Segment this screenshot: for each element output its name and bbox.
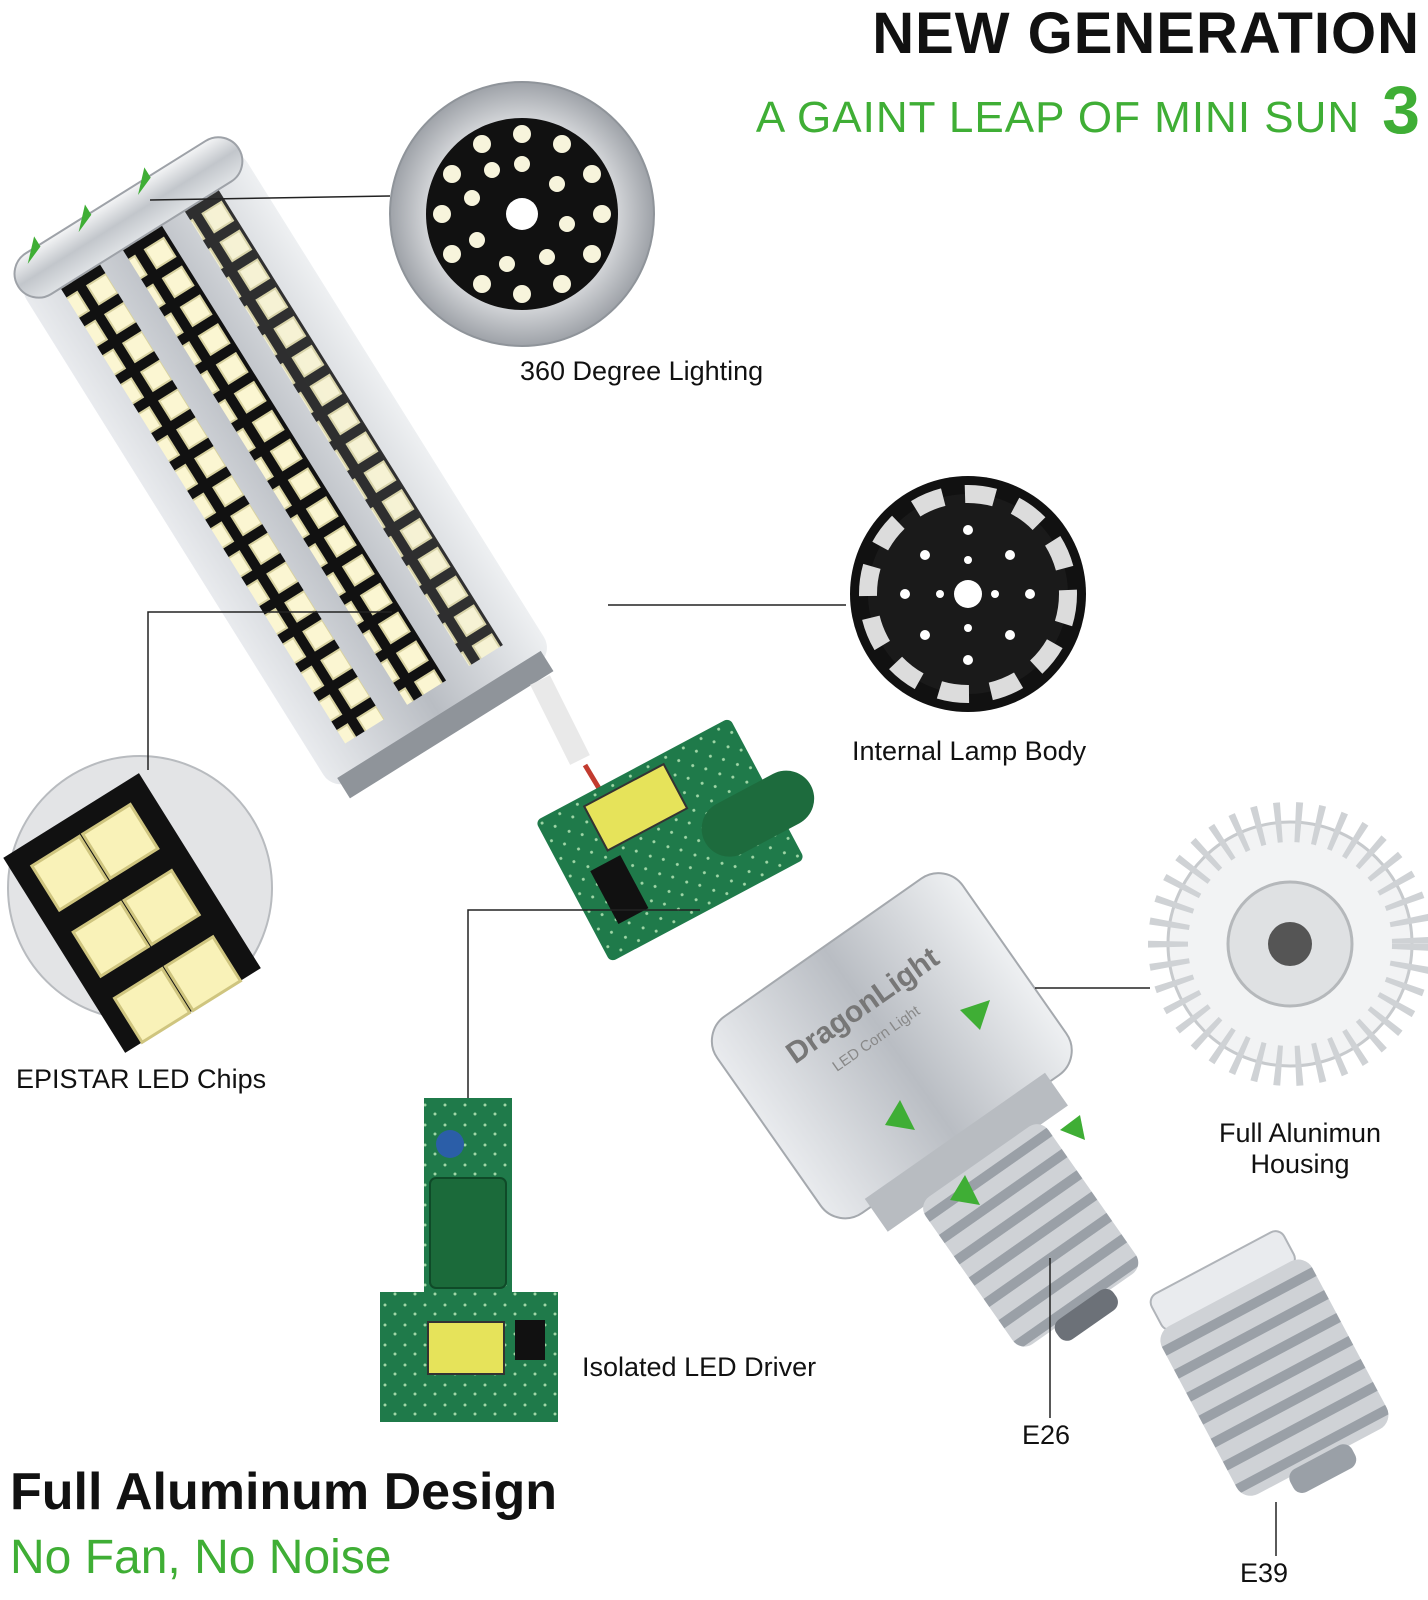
label-housing: Full Alunimun Housing (1200, 1118, 1400, 1180)
label-360-lighting: 360 Degree Lighting (520, 356, 764, 386)
subtitle-text: A GAINT LEAP OF MINI SUN (755, 92, 1361, 142)
subtitle-number: 3 (1382, 72, 1420, 148)
label-housing-line1: Full Alunimun (1218, 1118, 1382, 1148)
cable (530, 675, 590, 765)
label-housing-line2: Housing (1250, 1149, 1350, 1179)
label-e39: E39 (1240, 1558, 1289, 1588)
corn-lamp-body (13, 136, 554, 799)
mini-driver-board (537, 719, 815, 961)
label-e26: E26 (1022, 1420, 1071, 1450)
page-title: NEW GENERATION (872, 1, 1420, 66)
leader-lines (147, 195, 1277, 1556)
page-subtitle: A GAINT LEAP OF MINI SUN 3 (755, 72, 1420, 148)
detail-housing-fins (1148, 802, 1428, 1086)
detail-internal-lamp-body (850, 476, 1086, 712)
aluminum-housing: DragonLight LED Corn Light (710, 872, 1139, 1347)
footer-headline: Full Aluminum Design (10, 1463, 557, 1521)
detail-epistar-chips (3, 755, 273, 1053)
isolated-led-driver (380, 1098, 558, 1422)
label-led-chips: EPISTAR LED Chips (16, 1064, 267, 1094)
detail-360-lighting (389, 81, 655, 347)
footer-subline: No Fan, No Noise (10, 1531, 392, 1584)
e39-adapter (1149, 1230, 1389, 1496)
label-led-driver: Isolated LED Driver (582, 1352, 817, 1382)
label-internal-lamp-body: Internal Lamp Body (852, 736, 1087, 766)
airflow-arrows (885, 1000, 1085, 1205)
